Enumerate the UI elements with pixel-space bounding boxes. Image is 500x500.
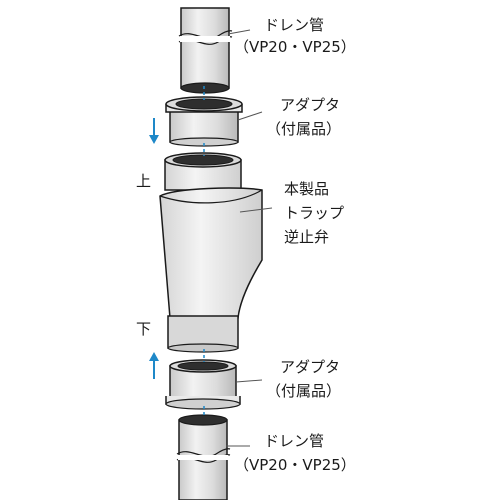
lower-side-mark: 下	[136, 320, 152, 338]
trap-check-valve-body	[159, 152, 263, 353]
down-arrow-icon	[149, 118, 159, 144]
bottom-drain-pipe-label: ドレン管	[264, 432, 325, 450]
bottom-adapter-label: アダプタ	[280, 358, 341, 376]
bottom-adapter-note-label: （付属品）	[266, 382, 342, 400]
leader-lines	[226, 29, 273, 447]
product-label-line1: 本製品	[284, 180, 330, 198]
top-adapter	[165, 96, 243, 147]
product-label-line3: 逆止弁	[284, 228, 330, 246]
upper-side-mark: 上	[136, 172, 152, 190]
top-drain-pipe-label: ドレン管	[264, 16, 325, 34]
bottom-drain-pipe-size-label: （VP20・VP25）	[234, 456, 356, 474]
bottom-drain-pipe	[176, 414, 231, 500]
top-drain-pipe-size-label: （VP20・VP25）	[234, 38, 356, 56]
top-drain-pipe	[178, 7, 233, 94]
bottom-adapter	[165, 359, 241, 410]
top-adapter-note-label: （付属品）	[266, 120, 342, 138]
up-arrow-icon	[149, 352, 159, 379]
product-label-line2: トラップ	[284, 204, 345, 222]
top-adapter-label: アダプタ	[280, 96, 341, 114]
